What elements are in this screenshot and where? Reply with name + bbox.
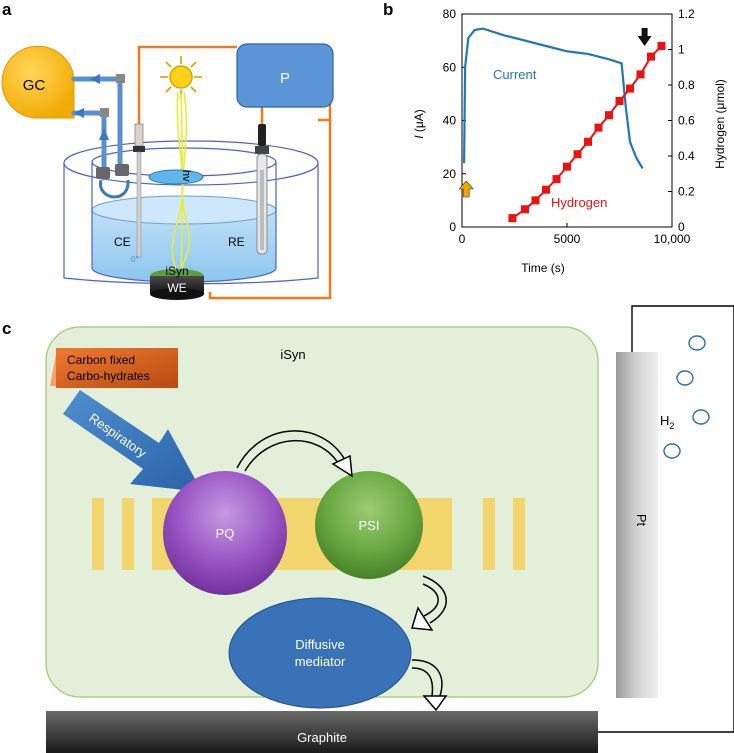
- hydrogen-point: [615, 96, 624, 105]
- re-label: RE: [228, 235, 245, 249]
- h2-subscript: 2: [669, 421, 674, 431]
- tube-cap: [96, 167, 110, 179]
- current-line: [463, 27, 644, 169]
- y-tick-label: 0: [449, 220, 456, 234]
- electron-flow-arrows: [236, 430, 448, 712]
- y-tick-label: 80: [443, 7, 457, 21]
- mediator-line1: Diffusive: [295, 637, 345, 652]
- mediator-line2: mediator: [295, 654, 346, 669]
- sun-icon: [160, 56, 202, 98]
- sample-disk: [148, 169, 204, 185]
- working-electrode: [150, 269, 204, 300]
- isyn-label: iSyn: [165, 264, 188, 278]
- y2-tick-label: 1.2: [678, 7, 695, 21]
- tube-loop: [99, 179, 130, 199]
- hydrogen-point: [542, 185, 550, 194]
- y2-tick-label: 0.6: [678, 114, 695, 128]
- tube-cap: [115, 164, 129, 176]
- pq-label: PQ: [216, 526, 235, 541]
- panel-label-b: b: [383, 0, 393, 19]
- potentiostat-box: [236, 43, 334, 108]
- carbohydrate-line1: Carbon fixed: [67, 353, 135, 367]
- hydrogen-point: [508, 214, 517, 223]
- hydrogen-point: [573, 150, 582, 159]
- h2-label: H2: [660, 413, 674, 431]
- x-tick-label: 0: [459, 232, 466, 246]
- psi-label: PSI: [359, 518, 380, 533]
- ce-label: CE: [114, 235, 131, 249]
- we-label: WE: [167, 281, 186, 295]
- gc-label: GC: [23, 77, 46, 94]
- hydrogen-point: [605, 111, 613, 120]
- y-axis-title-italic: I: [412, 135, 426, 139]
- counter-electrode: [133, 123, 145, 258]
- hydrogen-point: [521, 205, 529, 214]
- panel-label-a: a: [2, 0, 12, 19]
- y2-tick-label: 1: [678, 43, 685, 57]
- y2-tick-label: 0.4: [678, 149, 695, 163]
- current-series-label: Current: [493, 67, 537, 82]
- reference-electrode: [255, 124, 269, 255]
- y-tick-label: 40: [443, 114, 457, 128]
- gas-tubing: [71, 76, 123, 181]
- tubing-arrows: [74, 74, 109, 140]
- y2-tick-label: 0.2: [678, 185, 695, 199]
- potentiostat-label: P: [280, 70, 290, 87]
- hydrogen-series-label: Hydrogen: [551, 195, 607, 210]
- y-tick-label: 60: [443, 60, 457, 74]
- x-axis-title: Time (s): [521, 261, 565, 275]
- tube-joint: [100, 108, 109, 117]
- h2-bubbles: [663, 335, 710, 459]
- tube-joint: [116, 74, 125, 83]
- panel-label-c: c: [2, 319, 11, 338]
- y-axis-title: I (μA): [412, 109, 426, 139]
- hydrogen-point: [584, 137, 592, 146]
- pq-complex: [163, 471, 287, 595]
- hydrogen-point: [563, 162, 571, 171]
- pt-electrode: [616, 352, 658, 698]
- gc-instrument: GC: [1, 45, 75, 119]
- y2-tick-label: 0.8: [678, 78, 695, 92]
- graphite-label: Graphite: [297, 730, 347, 745]
- carbohydrate-box: Carbon fixed Carbo-hydrates: [50, 348, 178, 388]
- y2-axis-title: Hydrogen (μmol): [713, 79, 727, 169]
- hydrogen-point: [636, 70, 645, 79]
- carbohydrate-line2: Carbo-hydrates: [67, 369, 150, 383]
- hydrogen-point: [531, 196, 540, 205]
- h2-text: H: [660, 413, 669, 428]
- diffusive-mediator: [228, 597, 412, 709]
- psi-complex: [315, 471, 423, 579]
- chart-axes: 0 20 40 60 80 0 0.2 0.4 0.6 0.8 1 1.2 0 5000 10,000: [443, 7, 695, 246]
- external-circuit: [598, 305, 734, 733]
- hydrogen-point: [657, 41, 666, 50]
- x-tick-label: 5000: [554, 232, 581, 246]
- cell-label: iSyn: [280, 347, 305, 362]
- hydrogen-point: [552, 175, 561, 184]
- y-axis-title-unit: (μA): [412, 109, 426, 135]
- graphite-electrode: [46, 711, 598, 753]
- temperature-label: 0°: [131, 255, 139, 264]
- hydrogen-point: [626, 84, 634, 93]
- pt-label: Pt: [634, 514, 649, 527]
- hydrogen-point: [647, 52, 655, 61]
- start-arrow-icon: [458, 180, 474, 198]
- chart-series: [458, 27, 666, 223]
- y-tick-label: 20: [443, 167, 457, 181]
- hv-label: hv: [180, 170, 192, 182]
- stop-arrow-icon: [637, 28, 652, 46]
- x-tick-label: 10,000: [654, 232, 691, 246]
- y2-tick-label: 0: [678, 220, 685, 234]
- hydrogen-point: [594, 123, 603, 132]
- chart: 0 20 40 60 80 0 0.2 0.4 0.6 0.8 1 1.2 0 5000 10,000 Ti…: [412, 7, 727, 275]
